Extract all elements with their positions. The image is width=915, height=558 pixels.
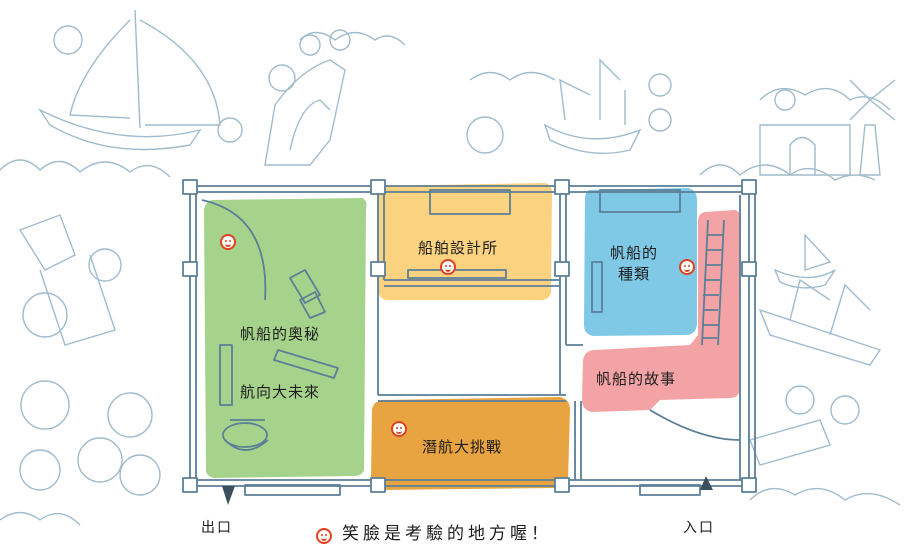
lighthouse-icon [18, 214, 116, 346]
room-design-label: 船舶設計所 [418, 239, 499, 257]
legend-text: 笑臉是考驗的地方喔！ [342, 524, 552, 544]
smiley-face-icon [220, 234, 236, 250]
room-story-label: 帆船的故事 [596, 370, 677, 388]
legend-smiley-face-icon [316, 528, 332, 544]
floor-plan-walls [182, 179, 757, 496]
room-future-label: 航向大未來 [240, 383, 321, 401]
zone-mystery [204, 198, 367, 478]
character-face-icon [22, 292, 68, 338]
small-sailboat-icon [773, 233, 836, 289]
smiley-face-icon [679, 259, 695, 275]
smiley-face-icon [391, 421, 407, 437]
entrance-arrow-icon [700, 476, 713, 490]
galleon-icon [758, 278, 882, 366]
zone-types [584, 188, 697, 336]
windmill-icon [849, 79, 896, 176]
room-types-label-line2: 種類 [618, 265, 651, 283]
zone-dive [371, 397, 570, 490]
sailboat-sails-icon [69, 9, 221, 129]
room-dive-label: 潛航大挑戰 [422, 438, 503, 456]
room-mystery-label: 帆船的奧秘 [240, 325, 321, 343]
entrance-label: 入口 [683, 520, 715, 536]
background-doodles [0, 9, 901, 526]
room-types-label-line1: 帆船的 [610, 244, 659, 262]
junk-ship-icon [543, 123, 642, 154]
building-icon [264, 59, 346, 166]
sailboat-hull-icon [37, 108, 202, 151]
smiley-face-icon [440, 259, 456, 275]
castle-icon [759, 124, 851, 176]
exit-label: 出口 [201, 520, 233, 536]
zone-story [582, 210, 742, 412]
exit-arrow-icon [222, 486, 235, 505]
